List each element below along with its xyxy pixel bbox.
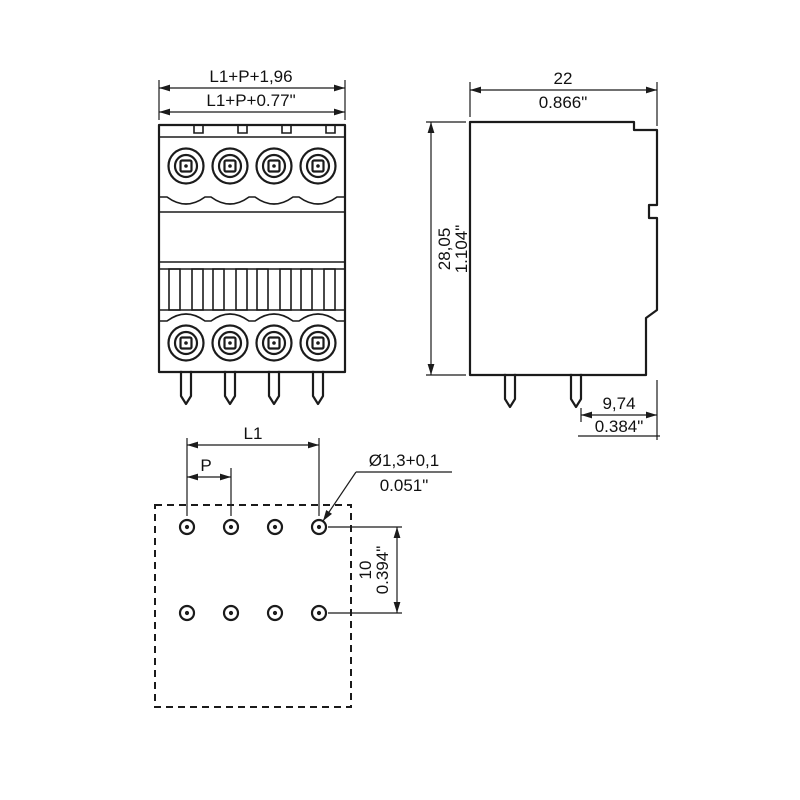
pcb-hole [266,518,284,536]
footprint-view: L1 P Ø1,3+0,1 0.051" [154,424,452,708]
footprint-l1-label: L1 [244,424,263,443]
hole-dia-inch-label: 0.051" [380,476,429,495]
front-top-tabs [193,124,336,134]
pcb-hole [222,518,240,536]
dimension-lines [159,87,345,113]
footprint-p-label: P [200,456,211,475]
front-dim-mm-label: L1+P+1,96 [209,67,292,86]
side-height-dimension: 28,05 1.104" [426,121,471,376]
terminal-circle [299,147,337,185]
hole-dia-mm-label: Ø1,3+0,1 [369,451,439,470]
front-body-outline [157,123,347,374]
extension-lines [426,121,466,376]
extension-lines [328,526,402,614]
solder-pin [311,370,325,406]
pcb-hole [178,518,196,536]
terminal-circle [299,324,337,362]
pcb-hole [178,604,196,622]
side-height-inch-label: 1.104" [452,225,471,274]
leader-arrowhead [323,510,332,521]
footprint-board-outline [154,504,352,708]
solder-pin [569,373,583,409]
extension-lines [469,82,658,126]
solder-pin [267,370,281,406]
side-depth-inch-label: 0.866" [539,93,588,112]
row-spacing-mm-label: 10 [356,561,375,580]
footprint-hole-dia-callout: Ø1,3+0,1 0.051" [322,451,452,522]
terminal-circle [167,324,205,362]
front-contact-slots [168,268,336,311]
side-view: 22 0.866" 28,05 1.104" 9,74 0.384" [426,69,660,440]
terminal-circle [211,147,249,185]
front-view: L1+P+1,96 L1+P+0.77" [157,67,347,406]
pcb-hole [310,518,328,536]
side-pin-edge-dimension: 9,74 0.384" [578,380,660,440]
side-body [468,120,659,409]
arrowheads [187,473,231,481]
terminal-circle [167,147,205,185]
solder-pin [503,373,517,409]
front-overall-dimension: L1+P+1,96 L1+P+0.77" [158,67,346,120]
terminal-circle [255,147,293,185]
side-depth-dimension: 22 0.866" [469,69,658,126]
front-body [157,123,347,406]
footprint-p-dimension: P [187,456,232,516]
footprint-row-spacing-dimension: 10 0.394" [328,526,402,614]
solder-pin [223,370,237,406]
front-scallop-top [159,196,345,205]
row-spacing-inch-label: 0.394" [373,546,392,595]
side-pin-edge-inch-label: 0.384" [595,417,644,436]
footprint-holes [178,518,328,622]
side-body-outline [468,120,659,377]
front-scallop-bottom [159,313,345,322]
terminal-circle [211,324,249,362]
extension-lines [158,80,346,120]
pcb-hole [222,604,240,622]
side-depth-mm-label: 22 [554,69,573,88]
side-pin-edge-mm-label: 9,74 [602,394,635,413]
solder-pin [179,370,193,406]
front-dim-inch-label: L1+P+0.77" [206,91,295,110]
side-height-mm-label: 28,05 [435,228,454,271]
pcb-hole [310,604,328,622]
front-body-detail-lines [159,136,345,311]
pcb-hole [266,604,284,622]
terminal-circle [255,324,293,362]
